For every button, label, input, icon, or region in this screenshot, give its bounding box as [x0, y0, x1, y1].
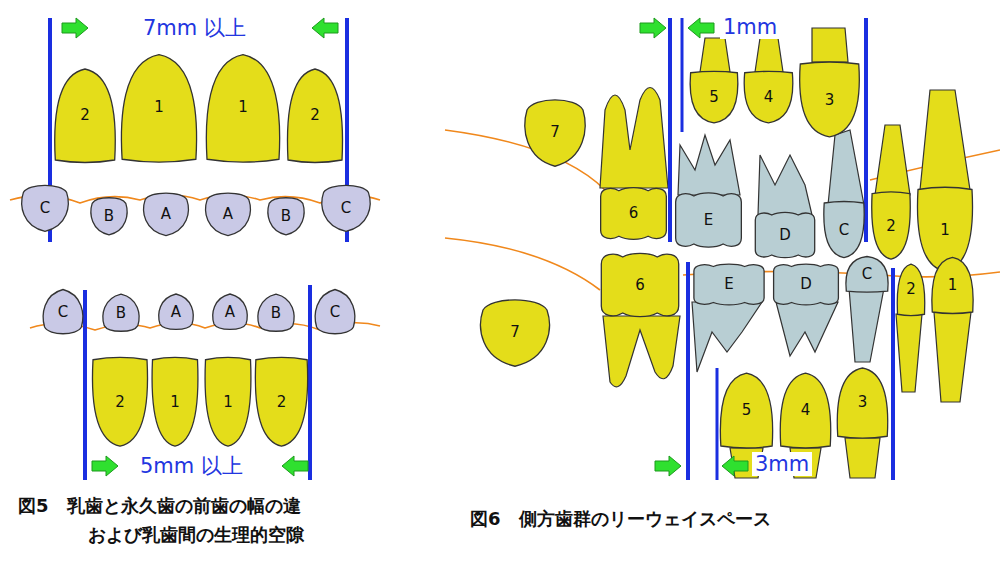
tooth-crown: 2: [253, 355, 310, 450]
deciduous-tooth: B: [255, 292, 297, 334]
tooth-number: A: [210, 292, 250, 332]
tooth-number: 4: [778, 370, 833, 450]
dimension-label: 1mm: [720, 15, 780, 39]
molar-crown: D: [752, 210, 818, 260]
tooth-number: 1: [203, 50, 283, 165]
dimension-label: 5mm 以上: [137, 452, 246, 480]
tooth-number: 3: [835, 365, 890, 440]
tooth-number: 2: [870, 190, 912, 262]
tooth-crown: 2: [285, 65, 345, 165]
deciduous-tooth: A: [210, 292, 250, 332]
deciduous-tooth: C: [40, 287, 86, 337]
tooth-crown: C: [844, 255, 890, 293]
tooth-crown: 1: [203, 355, 253, 450]
deciduous-tooth: C: [18, 182, 72, 234]
tooth-number: 2: [285, 65, 345, 165]
deciduous-tooth: A: [156, 292, 196, 332]
tooth-number: 2: [90, 355, 150, 450]
figure-caption: 図6 側方歯群のリーウェイスペース: [470, 505, 771, 534]
green-arrow: [62, 18, 748, 476]
tooth-number: E: [672, 190, 745, 250]
deciduous-tooth: C: [312, 287, 358, 337]
tooth-number: B: [265, 195, 307, 237]
tooth-number: 3: [797, 60, 862, 140]
deciduous-tooth: B: [100, 292, 142, 334]
tooth-number: C: [40, 287, 86, 337]
tooth-number: 5: [718, 370, 775, 450]
tooth-number: A: [156, 292, 196, 332]
tooth-crown: 1: [118, 50, 200, 165]
dimension-label: 3mm: [752, 452, 812, 476]
tooth-number: 1: [930, 255, 975, 315]
tooth-number: B: [100, 292, 142, 334]
tooth-crown: 2: [896, 262, 926, 317]
deciduous-tooth: A: [140, 190, 192, 238]
tooth-number: 2: [52, 65, 118, 165]
tooth-crown: 2: [52, 65, 118, 165]
tooth-number: B: [88, 195, 130, 237]
tooth-root: [600, 28, 971, 478]
tooth-crown: C: [822, 200, 866, 260]
tooth-crown: 1: [203, 50, 283, 165]
tooth-number: E: [690, 262, 768, 307]
deciduous-tooth: B: [265, 195, 307, 237]
tooth-number: 4: [742, 70, 795, 125]
deciduous-tooth: C: [318, 182, 374, 234]
molar-crown: E: [672, 190, 745, 250]
tooth-number: D: [752, 210, 818, 260]
tooth-number: 2: [253, 355, 310, 450]
tooth-crown: 3: [835, 365, 890, 440]
tooth-number: C: [822, 200, 866, 260]
molar-crown: 6: [597, 185, 670, 242]
tooth-crown: 1: [150, 355, 200, 450]
deciduous-tooth: B: [88, 195, 130, 237]
tooth-number: 1: [150, 355, 200, 450]
tooth-number: 7: [520, 95, 590, 170]
molar-crown: 6: [597, 250, 683, 320]
deciduous-tooth: A: [202, 190, 254, 238]
molar-crown: E: [690, 262, 768, 307]
molar-crown: D: [770, 262, 842, 307]
tooth-crown: 2: [870, 190, 912, 262]
figure-caption: 図5 乳歯と永久歯の前歯の幅の違 および乳歯間の生理的空隙: [18, 492, 314, 550]
tooth-number: C: [18, 182, 72, 234]
deciduous-tooth: 7: [520, 95, 590, 170]
tooth-number: B: [255, 292, 297, 334]
tooth-crown: 5: [688, 70, 740, 125]
tooth-number: C: [312, 287, 358, 337]
tooth-number: 2: [896, 262, 926, 317]
tooth-number: 6: [597, 250, 683, 320]
measure-line: [50, 18, 893, 480]
tooth-number: 5: [688, 70, 740, 125]
tooth-crown: 2: [90, 355, 150, 450]
tooth-number: 6: [597, 185, 670, 242]
deciduous-tooth: 7: [475, 295, 555, 370]
tooth-crown: 1: [930, 255, 975, 315]
tooth-crown: 4: [742, 70, 795, 125]
dimension-label: 7mm 以上: [140, 14, 249, 42]
tooth-number: C: [318, 182, 374, 234]
tooth-number: 7: [475, 295, 555, 370]
tooth-crown: 4: [778, 370, 833, 450]
tooth-number: D: [770, 262, 842, 307]
tooth-number: A: [202, 190, 254, 238]
tooth-crown: 5: [718, 370, 775, 450]
tooth-crown: 3: [797, 60, 862, 140]
tooth-number: C: [844, 255, 890, 293]
tooth-number: 1: [118, 50, 200, 165]
tooth-number: 1: [203, 355, 253, 450]
tooth-number: A: [140, 190, 192, 238]
